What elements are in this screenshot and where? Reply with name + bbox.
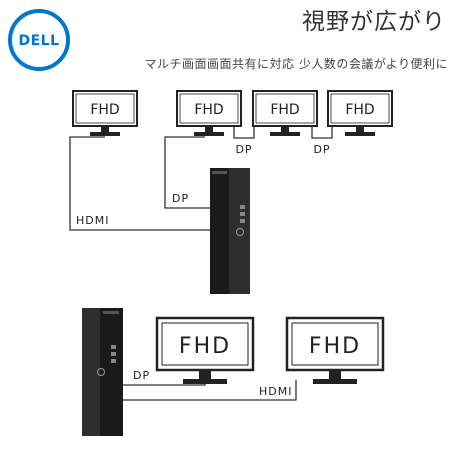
connector-label: HDMI [259, 385, 292, 398]
monitor: FHD [252, 90, 318, 136]
power-button-icon [236, 228, 244, 236]
cable-dp-top [164, 136, 212, 209]
connector-label: DP [133, 369, 150, 382]
monitor-screen [176, 90, 242, 127]
monitor-screen [285, 316, 385, 372]
tower-mesh [82, 308, 100, 436]
connector-label: DP [235, 143, 252, 156]
monitor-screen [72, 90, 138, 127]
dell-logo: DELL [8, 9, 70, 71]
monitor-bezel [179, 93, 239, 124]
monitor-label: FHD [345, 102, 374, 118]
monitor-neck [199, 370, 211, 380]
desktop-tower [82, 308, 123, 436]
monitor-foot [90, 132, 120, 136]
monitor: FHD [176, 90, 242, 136]
monitor-screen [252, 90, 318, 127]
cable-hdmi-bottom [122, 380, 297, 401]
monitor-foot [313, 379, 357, 384]
monitor: FHD [72, 90, 138, 136]
tower-usb-port [240, 212, 245, 216]
monitor-foot [194, 132, 224, 136]
connector-label: DP [172, 192, 189, 205]
tower-usb-port [240, 219, 245, 223]
monitor-screen [155, 316, 255, 372]
monitor-bezel [75, 93, 135, 124]
cable-hdmi-top [69, 136, 212, 231]
power-button-icon [97, 368, 105, 376]
monitor-label: FHD [309, 334, 361, 359]
monitor-label: FHD [194, 102, 223, 118]
monitor: FHD [155, 316, 255, 384]
desktop-tower [210, 168, 250, 294]
monitor: FHD [285, 316, 385, 384]
monitor-neck [205, 126, 213, 133]
monitor-label: FHD [90, 102, 119, 118]
tower-usb-port [111, 359, 116, 363]
page-title: 視野が広がり [302, 9, 446, 35]
cable-dp-link-1 [233, 126, 255, 139]
monitor-neck [281, 126, 289, 133]
page-subtitle: マルチ画面画面共有に対応 少人数の会議がより便利に [144, 57, 448, 71]
monitor-label: FHD [179, 334, 231, 359]
tower-slot [212, 171, 227, 174]
monitor-neck [101, 126, 109, 133]
monitor-bezel [330, 93, 390, 124]
monitor-foot [345, 132, 375, 136]
monitor-foot [270, 132, 300, 136]
monitor-label: FHD [270, 102, 299, 118]
tower-mesh [229, 168, 250, 294]
cable-dp-link-2 [311, 126, 333, 139]
monitor-bezel [291, 322, 379, 366]
logo-ring [8, 9, 70, 71]
monitor-foot [183, 379, 227, 384]
connector-label: HDMI [76, 214, 109, 227]
monitor-neck [329, 370, 341, 380]
connector-label: DP [313, 143, 330, 156]
monitor: FHD [327, 90, 393, 136]
monitor-bezel [161, 322, 249, 366]
tower-usb-port [240, 205, 245, 209]
tower-slot [103, 311, 119, 314]
tower-usb-port [111, 352, 116, 356]
monitor-bezel [255, 93, 315, 124]
tower-usb-port [111, 345, 116, 349]
monitor-neck [356, 126, 364, 133]
logo-text: DELL [18, 33, 59, 49]
